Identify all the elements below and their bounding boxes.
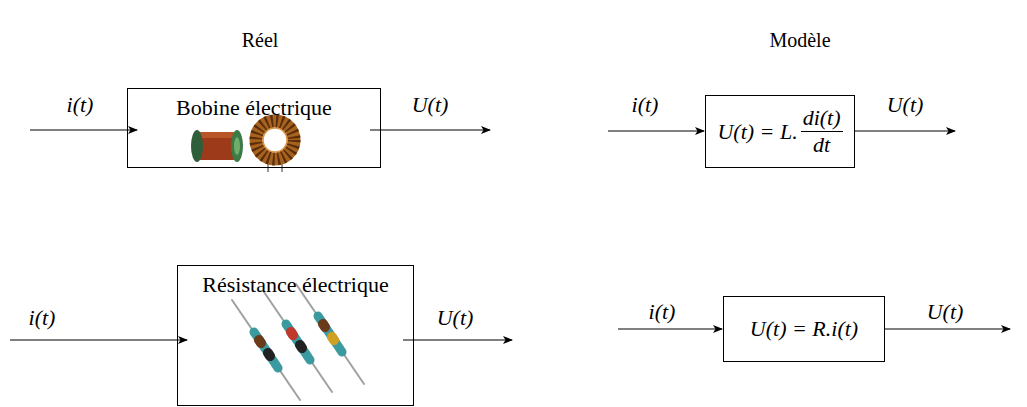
fraction: di(t)dt bbox=[801, 106, 843, 157]
fraction-denominator: dt bbox=[801, 132, 843, 157]
equation-text: U(t) = R.i(t) bbox=[750, 316, 858, 342]
equation-text: U(t) = L. bbox=[717, 119, 797, 145]
input-signal-name: i(t) bbox=[649, 299, 676, 325]
component-name: Résistance électrique bbox=[178, 272, 413, 297]
column-heading: Réel bbox=[242, 29, 279, 52]
output-signal-name: U(t) bbox=[412, 92, 449, 118]
output-signal-name: U(t) bbox=[927, 299, 964, 325]
real-component-box: Résistance électrique bbox=[177, 265, 414, 406]
drum-inductor-picture bbox=[191, 130, 243, 162]
model-equation-box: U(t) = R.i(t) bbox=[723, 296, 885, 362]
signal-wires bbox=[10, 130, 1010, 340]
resistor-picture bbox=[232, 284, 364, 400]
column-heading: Modèle bbox=[769, 29, 830, 52]
fraction-numerator: di(t) bbox=[801, 106, 843, 132]
input-signal-name: i(t) bbox=[632, 92, 659, 118]
real-component-box: Bobine électrique bbox=[127, 88, 381, 168]
component-name: Bobine électrique bbox=[128, 95, 380, 120]
input-signal-name: i(t) bbox=[29, 305, 56, 331]
model-equation-box: U(t) = L.di(t)dt bbox=[705, 95, 855, 168]
output-signal-name: U(t) bbox=[887, 92, 924, 118]
input-signal-name: i(t) bbox=[67, 92, 94, 118]
toroid-inductor-picture bbox=[256, 121, 294, 172]
output-signal-name: U(t) bbox=[437, 305, 474, 331]
